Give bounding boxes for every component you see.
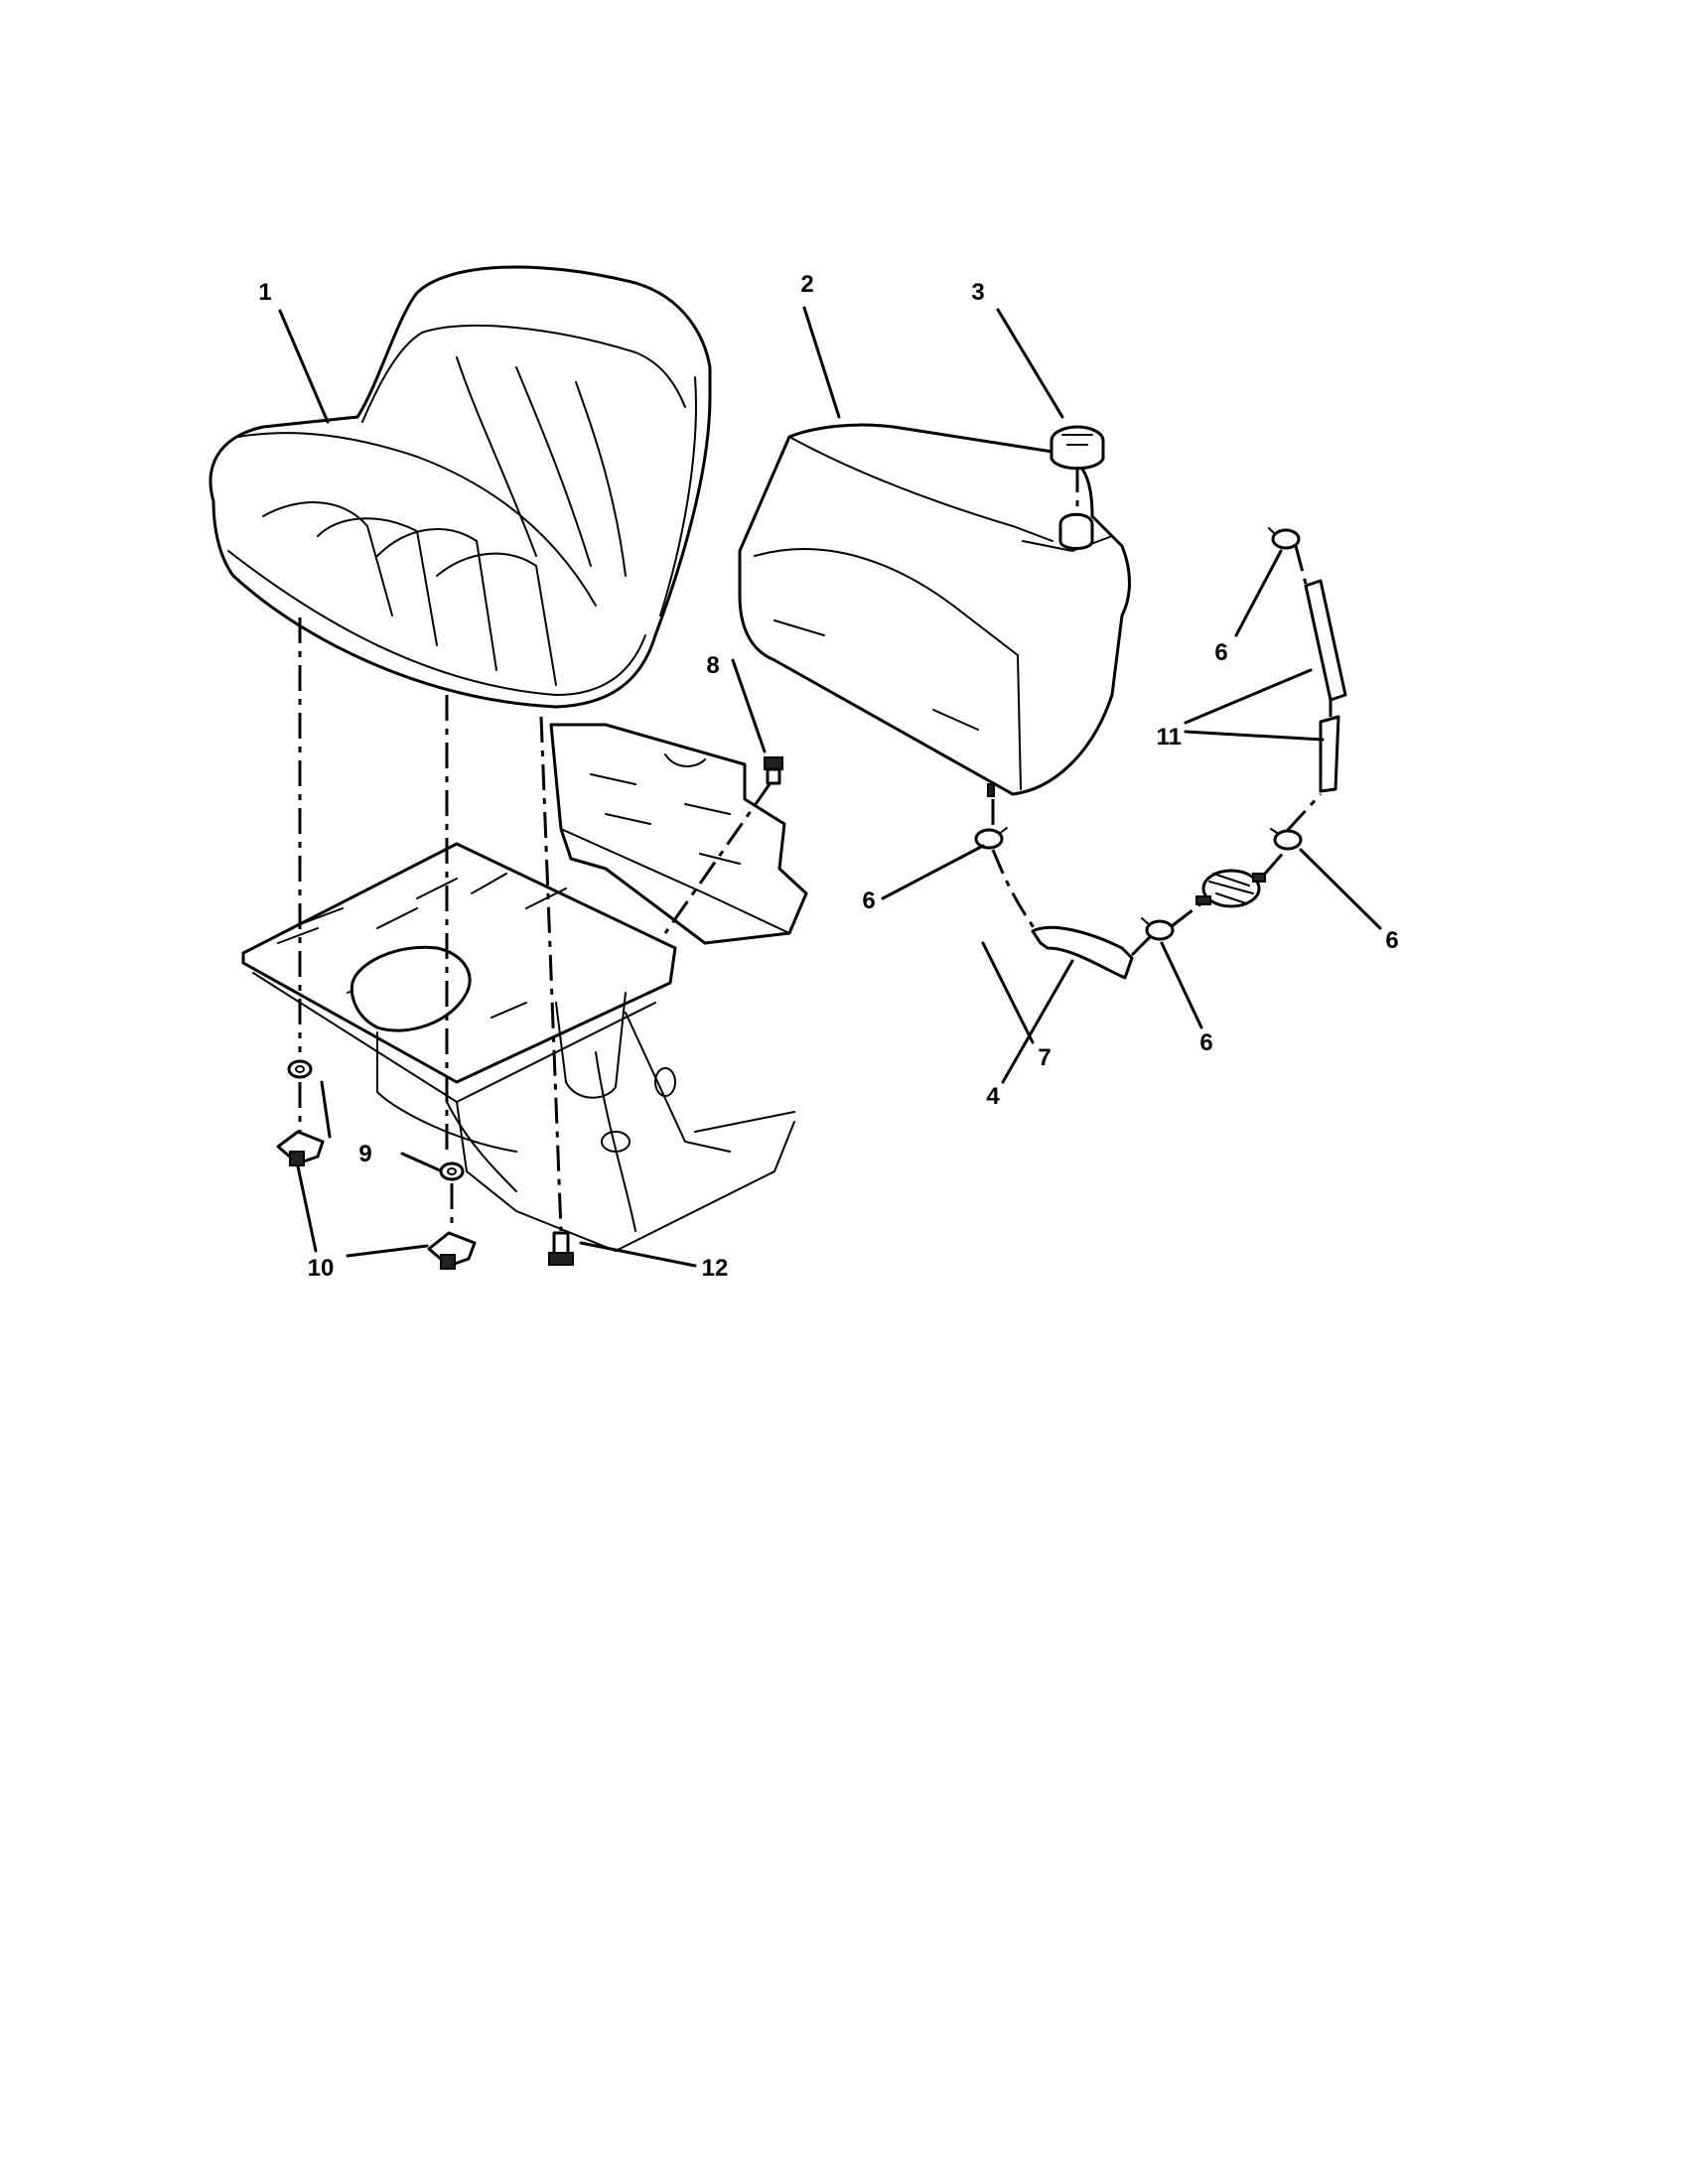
hose-clamp-top: [1268, 527, 1301, 550]
bolt-12: [548, 1231, 574, 1266]
washer-9-left: [287, 1059, 313, 1079]
fuel-filter: [1195, 869, 1266, 908]
callout-10: 10: [308, 1255, 335, 1282]
washer-9-right: [439, 1161, 465, 1181]
callout-labels: 1 2 3 4 6 6 6 6 7 8 9 10 11 12: [258, 271, 1398, 1282]
callout-6-right: 6: [1385, 927, 1398, 954]
hose-clamp-filter: [1270, 828, 1303, 851]
callout-11: 11: [1157, 724, 1182, 751]
hose-clamp-4: [1141, 917, 1175, 941]
bracket: [549, 723, 808, 945]
alignment-lines: [298, 467, 1333, 1232]
callout-3: 3: [971, 279, 984, 306]
knob-10-right: [427, 1231, 477, 1270]
fuel-tank: [738, 423, 1131, 797]
bolt-8: [764, 756, 783, 785]
callout-6-top: 6: [1214, 639, 1227, 666]
callout-1: 1: [258, 279, 271, 306]
callout-12: 12: [702, 1255, 729, 1282]
fuel-cap: [1050, 425, 1105, 471]
callout-7: 7: [1038, 1044, 1051, 1071]
callout-2: 2: [800, 271, 813, 298]
fuel-hose-11-upper: [1304, 579, 1347, 702]
leader-lines: [278, 306, 1382, 1268]
callout-9: 9: [358, 1141, 371, 1167]
callout-4: 4: [986, 1083, 1000, 1110]
fuel-hose-11-lower: [1319, 715, 1340, 793]
callout-6-left: 6: [862, 887, 875, 914]
seat: [209, 265, 712, 709]
callout-8: 8: [706, 652, 719, 679]
fuel-hose-4: [1031, 925, 1134, 980]
knob-10-left: [276, 1130, 325, 1166]
hose-clamp-tank: [974, 827, 1008, 850]
callout-6-bottom: 6: [1199, 1029, 1212, 1056]
seat-base: [241, 842, 795, 1253]
